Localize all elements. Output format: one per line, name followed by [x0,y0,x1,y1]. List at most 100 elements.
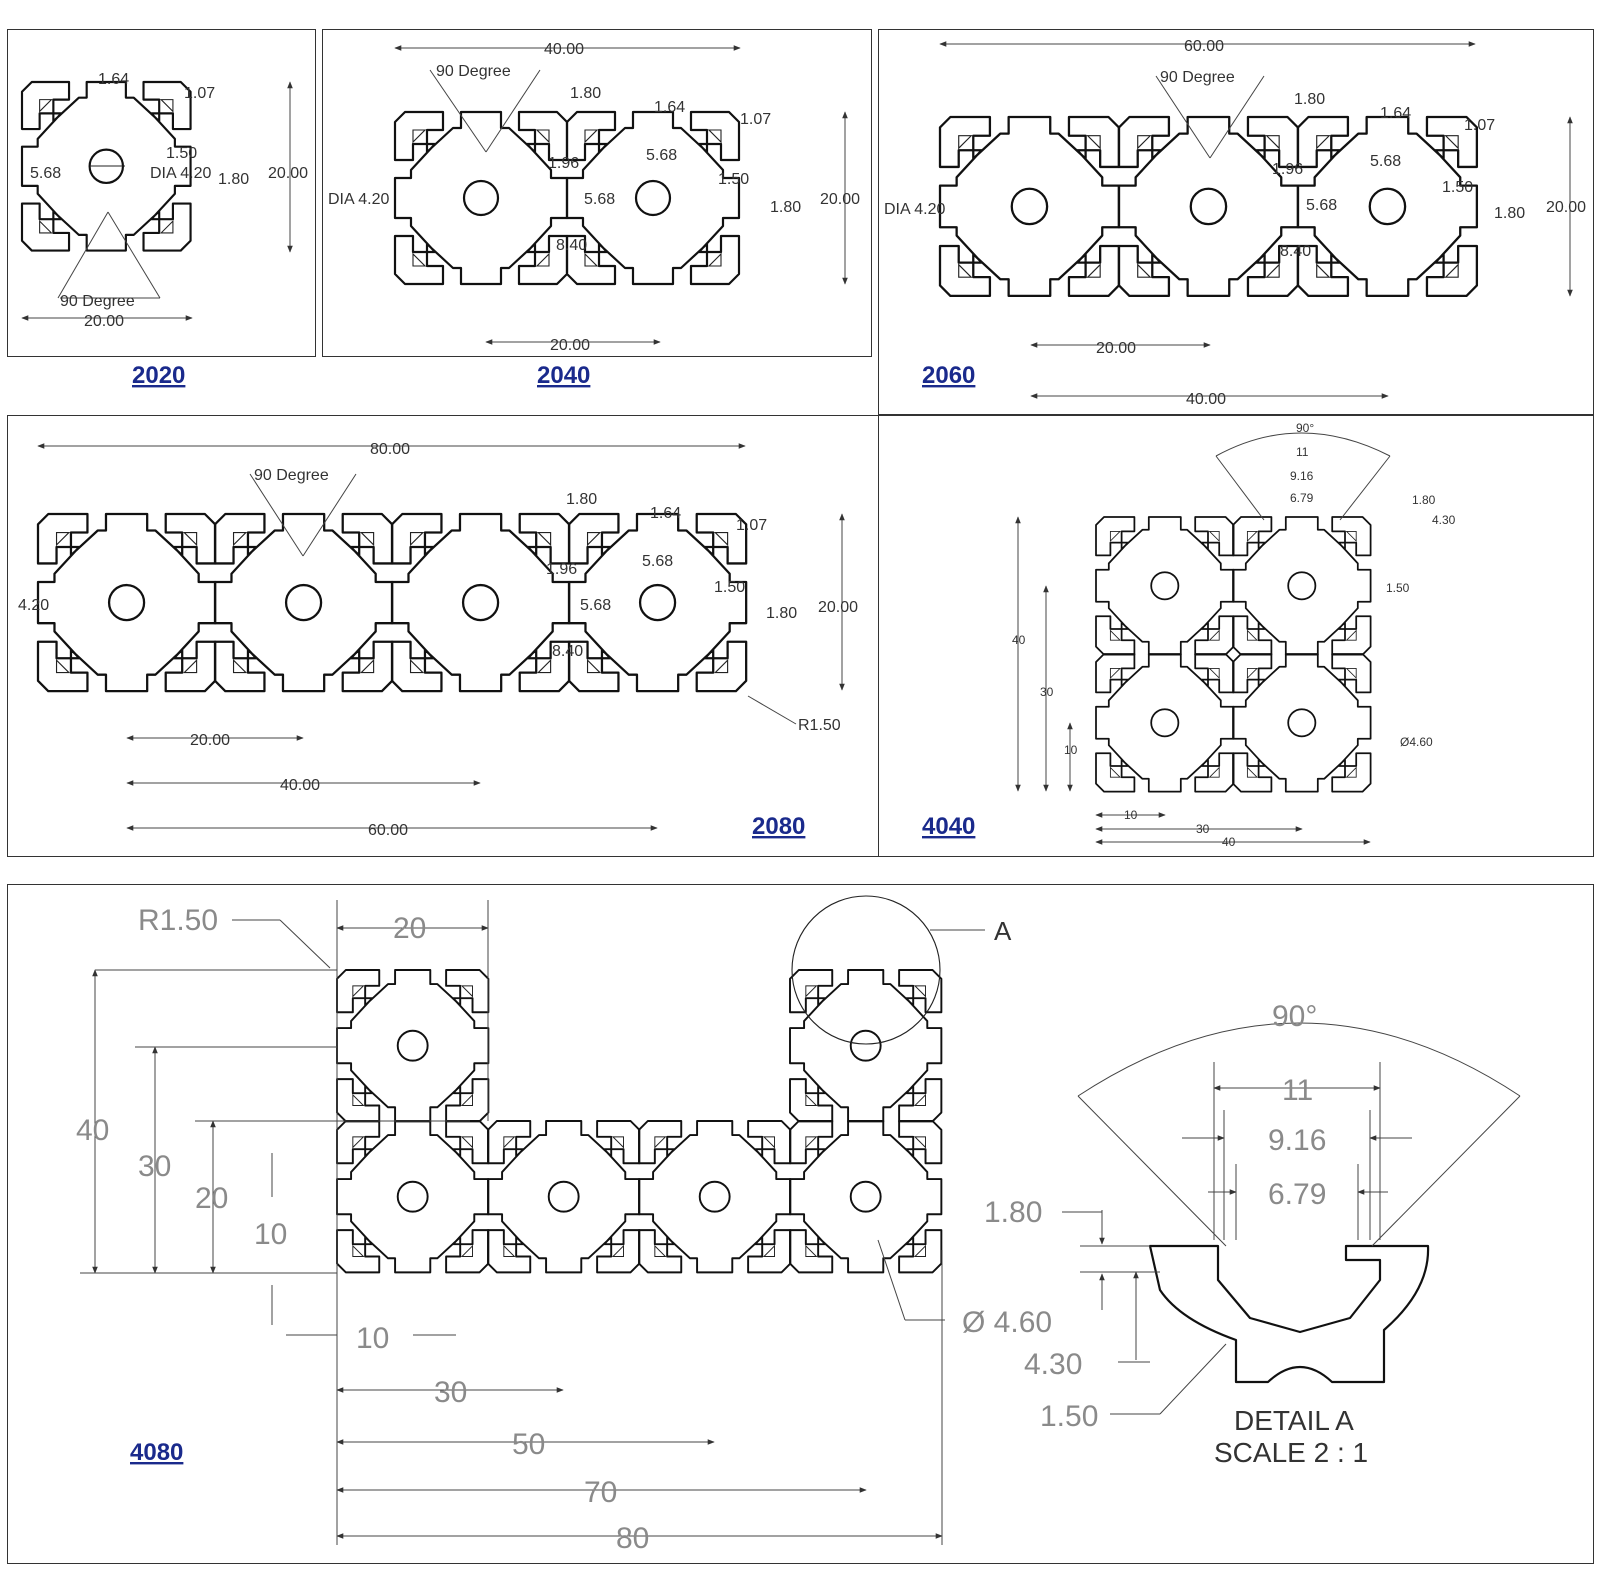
dim-2060-a: 1.80 [1294,91,1325,108]
dim-4040-b: 9.16 [1290,469,1314,483]
dim-4040-w40: 40 [1222,835,1236,849]
dim-4040-a: 11 [1296,445,1309,459]
dim-2060-width: 60.00 [1184,38,1224,55]
dim-2040-width: 40.00 [544,41,584,58]
dim-2080-i: 1.80 [766,605,797,622]
dim-4040-e: 4.30 [1432,513,1456,527]
dim-2040-f: 1.50 [718,171,749,188]
detail-scale: SCALE 2 : 1 [1214,1437,1368,1468]
dim-4080-w50: 50 [512,1428,545,1461]
dim-2060-i: 1.80 [1494,205,1525,222]
drawing-2080: 80.00 90 Degree 1.80 1.64 1.07 1.96 5.68… [18,441,858,840]
panel-2040 [322,29,872,357]
dim-4040-h40: 40 [1012,633,1026,647]
dim-4080-h30: 30 [138,1150,171,1183]
dim-4040-w10: 10 [1124,808,1138,822]
detail-a: 90° 11 9.16 6.79 1.80 4.30 1.50 DETAIL A… [984,1000,1521,1468]
panel-2060 [878,29,1594,415]
detail-a-circle [791,895,941,1045]
dim-2040-b: 1.64 [654,99,685,116]
dim-2060-g: 5.68 [1306,197,1337,214]
dim-2080-radius: R1.50 [798,717,841,734]
dim-2080-height: 20.00 [818,599,858,616]
dim-2040-a: 1.80 [570,85,601,102]
dim-4040-w30: 30 [1196,822,1210,836]
dim-4080-h20: 20 [195,1182,228,1215]
dim-2040-hole: DIA 4.20 [328,191,389,208]
dim-2040-d: 1.96 [548,155,579,172]
dim-4040-h30: 30 [1040,685,1054,699]
dim-4080-w80: 80 [616,1522,649,1555]
drawing-2060: 60.00 90 Degree 1.80 1.64 1.07 1.96 5.68… [884,38,1586,408]
dim-4040-h10: 10 [1064,743,1078,757]
dim-4080-h40: 40 [76,1114,109,1147]
drawing-4080: R1.50 20 40 30 20 10 10 30 50 70 80 Ø 4.… [76,895,1052,1555]
detail-dim-a: 11 [1282,1074,1313,1107]
dim-2080-c: 1.07 [736,517,767,534]
dim-4040-angle: 90° [1296,421,1314,435]
detail-a-ref: A [994,916,1012,946]
dim-2080-g: 5.68 [580,597,611,614]
dim-2020-height: 20.00 [268,165,308,182]
label-2040: 2040 [537,362,590,389]
detail-angle: 90° [1272,1000,1317,1033]
dim-4040-d: 1.80 [1412,493,1436,507]
dim-2060-f: 1.50 [1442,179,1473,196]
dim-2040-e: 5.68 [646,147,677,164]
dim-4080-w20: 20 [393,912,426,945]
dim-2020-top-a: 1.64 [98,71,129,88]
dim-4080-w30: 30 [434,1376,467,1409]
detail-dim-b: 9.16 [1268,1124,1326,1157]
drawing-2020: 1.64 1.07 1.50 DIA 4.20 1.80 20.00 5.68 … [20,71,308,389]
dim-4080-w70: 70 [584,1476,617,1509]
dim-2060-angle: 90 Degree [1160,69,1235,86]
dim-2020-slot: 1.50 [166,145,197,162]
dim-2040-angle: 90 Degree [436,63,511,80]
dim-2060-b: 1.64 [1380,105,1411,122]
dim-2040-pitch: 20.00 [550,337,590,354]
label-2080: 2080 [752,813,805,840]
dim-2080-pitch3: 60.00 [368,822,408,839]
dim-2080-d: 1.96 [546,561,577,578]
panel-4080 [7,884,1594,1564]
drawing-4040: 90° 11 9.16 6.79 1.80 4.30 1.50 Ø4.60 40… [922,421,1456,849]
panel-4040 [878,415,1594,857]
detail-dim-f: 1.50 [1040,1400,1098,1433]
dim-4040-hole: Ø4.60 [1400,735,1433,749]
dim-2080-a: 1.80 [566,491,597,508]
dim-2080-angle: 90 Degree [254,467,329,484]
dim-2080-b: 1.64 [650,505,681,522]
drawing-2040: 40.00 90 Degree 1.80 1.64 1.07 1.96 5.68… [328,41,860,389]
dim-4080-hole: Ø 4.60 [962,1306,1052,1339]
dim-2080-f: 1.50 [714,579,745,596]
dim-2040-j: 8.40 [556,237,587,254]
dim-2040-height: 20.00 [820,191,860,208]
dim-2040-g: 5.68 [584,191,615,208]
dim-2060-hole: DIA 4.20 [884,201,945,218]
dim-2040-i: 1.80 [770,199,801,216]
panel-2020 [7,29,316,357]
detail-dim-e: 4.30 [1024,1348,1082,1381]
dim-2020-hole: DIA 4.20 [150,165,211,182]
dim-2060-d: 1.96 [1272,161,1303,178]
label-4040: 4040 [922,813,975,840]
dim-2040-c: 1.07 [740,111,771,128]
dim-2020-side: 1.80 [218,171,249,188]
dim-4080-radius: R1.50 [138,904,218,937]
dim-2020-top-b: 1.07 [184,85,215,102]
dim-4040-c: 6.79 [1290,491,1314,505]
detail-dim-d: 1.80 [984,1196,1042,1229]
dim-2060-e: 5.68 [1370,153,1401,170]
detail-title: DETAIL A [1234,1405,1354,1436]
dim-2020-inner: 5.68 [30,165,61,182]
dim-2060-height: 20.00 [1546,199,1586,216]
dim-2080-hole: 4.20 [18,597,49,614]
dim-2080-pitch2: 40.00 [280,777,320,794]
dim-2080-pitch1: 20.00 [190,732,230,749]
dim-4080-h10: 10 [254,1218,287,1251]
dim-2060-j: 8.40 [1280,243,1311,260]
detail-dim-c: 6.79 [1268,1178,1326,1211]
dim-4080-w10: 10 [356,1322,389,1355]
dim-2060-pitch1: 20.00 [1096,340,1136,357]
